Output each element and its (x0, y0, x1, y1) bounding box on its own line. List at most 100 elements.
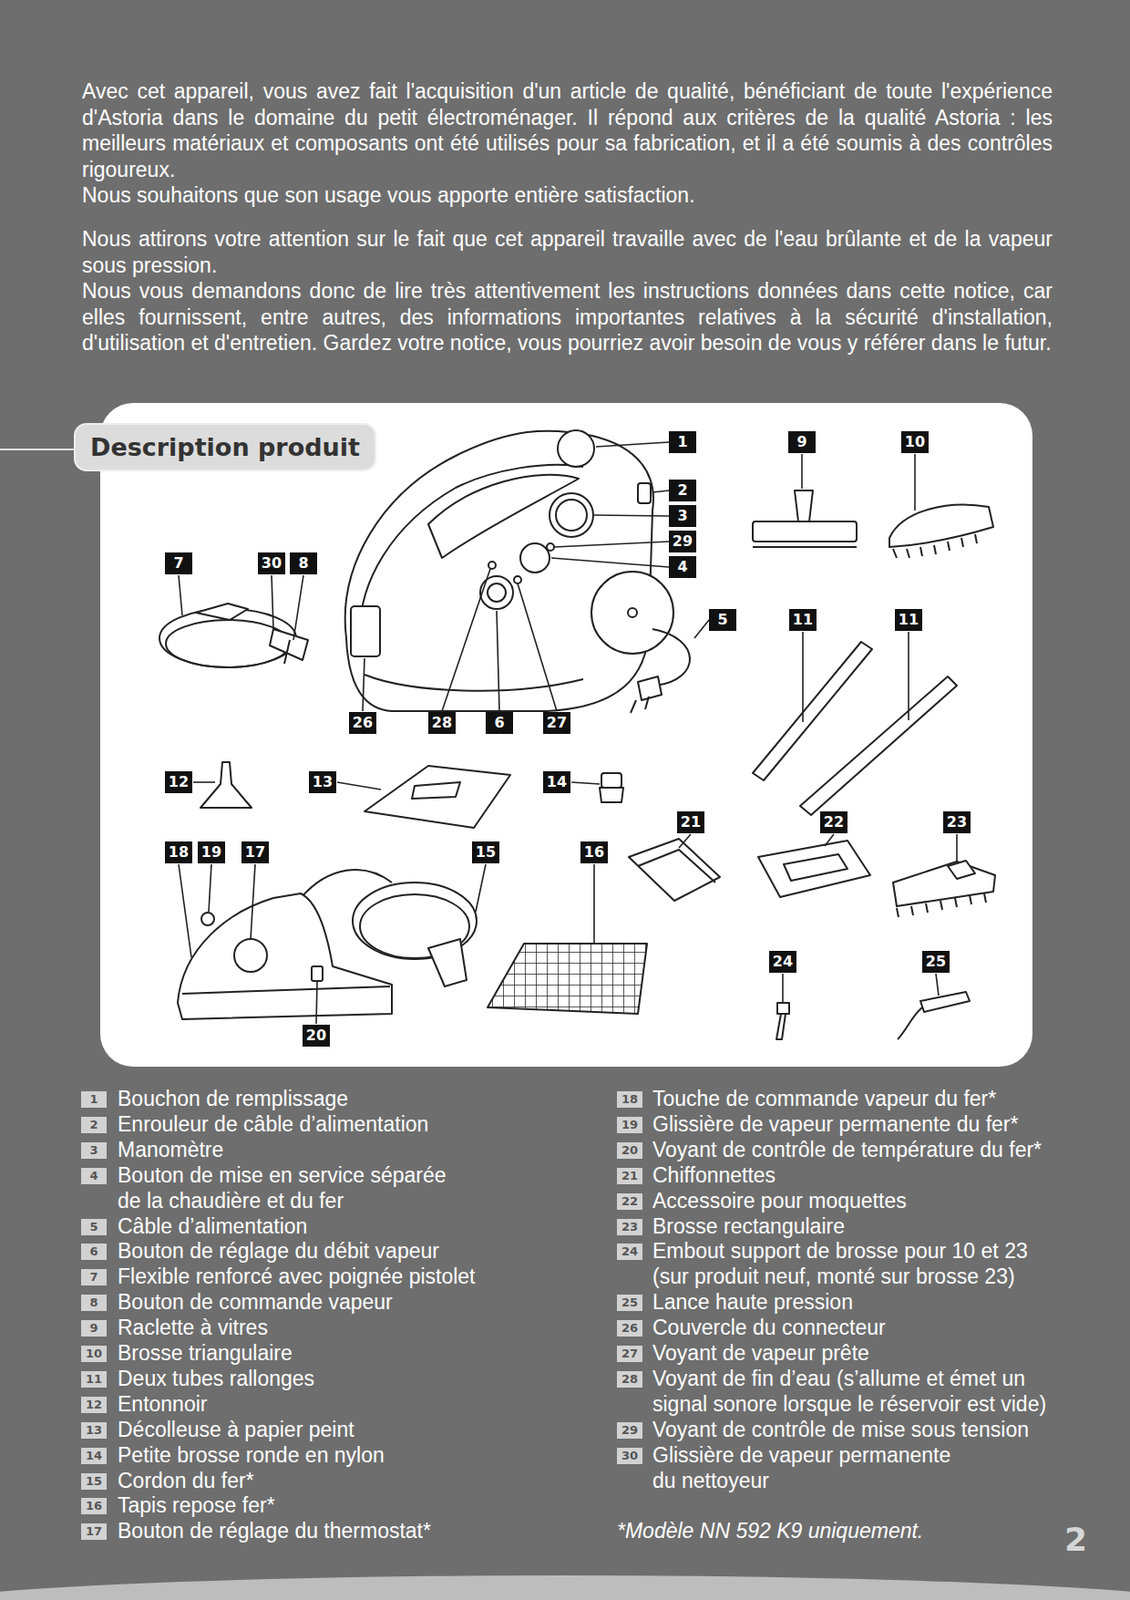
callout-number: 11 (789, 608, 817, 631)
callout-number: 13 (308, 770, 337, 793)
legend-number: 30 (616, 1447, 643, 1464)
legend-text: Voyant de contrôle de température du fer… (652, 1137, 1042, 1163)
callout-number: 17 (241, 841, 269, 863)
legend-number: 28 (616, 1370, 643, 1387)
callout-number: 24 (769, 950, 797, 973)
legend-number: 12 (81, 1396, 107, 1413)
legend-text: Glissière de vapeur permanente du nettoy… (652, 1442, 967, 1494)
legend-number: 13 (81, 1421, 107, 1439)
legend-text: Lance haute pression (652, 1289, 853, 1315)
page-number: 2 (1064, 1520, 1088, 1558)
callout-number: 14 (543, 770, 571, 793)
callout-number: 29 (668, 530, 697, 553)
footnote: *Modèle NN 592 K9 uniquement. (616, 1518, 924, 1544)
legend-text: Glissière de vapeur permanente du fer* (652, 1111, 1018, 1138)
legend-text: Câble d’alimentation (117, 1213, 308, 1240)
legend-number: 11 (81, 1370, 107, 1387)
legend-number: 22 (616, 1192, 643, 1210)
intro-paragraph: Nous souhaitons que son usage vous appor… (82, 182, 1053, 209)
callout-number: 10 (901, 431, 929, 453)
legend-text: Bouton de mise en service séparée de la … (117, 1162, 473, 1214)
legend-text: Bouchon de remplissage (117, 1086, 349, 1112)
legend-number: 7 (81, 1268, 107, 1285)
legend-text: Brosse rectangulaire (652, 1213, 845, 1240)
callout-number: 6 (485, 711, 514, 734)
legend-text: Embout support de brosse pour 10 et 23 (… (652, 1238, 1059, 1290)
legend-number: 9 (81, 1319, 107, 1336)
legend-text: Chiffonnettes (652, 1162, 776, 1189)
callout-number: 1 (668, 431, 697, 453)
callout-number: 15 (472, 841, 500, 863)
legend-number: 4 (81, 1167, 107, 1184)
legend-number: 21 (616, 1167, 643, 1184)
legend-text: Tapis repose fer* (117, 1492, 276, 1519)
legend-number: 17 (81, 1522, 107, 1540)
legend-text: Cordon du fer* (117, 1468, 255, 1494)
parts (159, 430, 996, 1039)
legend-number: 19 (616, 1116, 643, 1133)
intro-paragraph: Nous attirons votre attention sur le fai… (82, 226, 1053, 278)
legend-text: Bouton de commande vapeur (117, 1289, 393, 1315)
legend-number: 8 (81, 1294, 107, 1311)
legend-text: Enrouleur de câble d’alimentation (117, 1111, 429, 1138)
callout-number: 7 (164, 552, 193, 575)
legend-number: 29 (616, 1421, 643, 1439)
legend-text: Accessoire pour moquettes (652, 1188, 907, 1214)
callout-number: 20 (302, 1024, 330, 1047)
legend-text: Flexible renforcé avec poignée pistolet (117, 1263, 476, 1290)
legend-text: Voyant de vapeur prête (652, 1340, 870, 1367)
legend-text: Petite brosse ronde en nylon (117, 1442, 385, 1469)
legend-text: Voyant de fin d’eau (s’allume et émet un… (652, 1366, 1059, 1418)
callout-number: 11 (894, 608, 923, 631)
legend-number: 26 (616, 1319, 643, 1336)
intro-paragraph: Nous vous demandons donc de lire très at… (82, 277, 1053, 357)
legend-number: 24 (616, 1243, 643, 1260)
leader-lines (178, 441, 957, 1024)
callout-number: 21 (677, 811, 705, 833)
legend-text: Raclette à vitres (117, 1314, 268, 1341)
bottom-band (0, 1574, 1130, 1600)
callout-number: 26 (349, 711, 377, 734)
legend-text: Brosse triangulaire (117, 1340, 293, 1367)
legend-number: 27 (616, 1345, 643, 1362)
legend-number: 2 (81, 1116, 107, 1133)
callout-number: 30 (257, 552, 286, 575)
legend-number: 18 (616, 1090, 643, 1108)
legend-number: 10 (81, 1345, 107, 1362)
legend-number: 15 (81, 1472, 107, 1490)
callout-number: 9 (788, 431, 816, 453)
legend-number: 5 (81, 1218, 107, 1235)
callout-number: 19 (197, 841, 226, 863)
legend-number: 6 (81, 1243, 107, 1260)
callout-number: 25 (922, 950, 950, 973)
section-tab: Description produit (73, 422, 377, 472)
legend-text: Bouton de réglage du débit vapeur (117, 1238, 440, 1264)
panel (100, 402, 1033, 1067)
legend-text: Entonnoir (117, 1391, 207, 1418)
callout-number: 27 (543, 711, 571, 734)
callout-number: 2 (668, 479, 697, 502)
legend-number: 14 (81, 1447, 107, 1464)
legend-text: Voyant de contrôle de mise sous tension (652, 1417, 1029, 1443)
legend-number: 1 (81, 1090, 107, 1108)
callout-number: 3 (668, 504, 697, 527)
callout-number: 18 (164, 841, 193, 863)
legend-number: 25 (616, 1294, 643, 1311)
intro-paragraph: Avec cet appareil, vous avez fait l'acqu… (82, 78, 1053, 183)
callout-number: 23 (943, 811, 971, 833)
legend-text: Couvercle du connecteur (652, 1314, 886, 1341)
callout-number: 4 (668, 555, 697, 578)
callout-number: 5 (708, 608, 737, 631)
callout-number: 16 (580, 841, 608, 863)
legend-number: 20 (616, 1141, 643, 1159)
legend-number: 23 (616, 1218, 643, 1235)
legend-text: Deux tubes rallonges (117, 1366, 315, 1392)
legend-text: Touche de commande vapeur du fer* (652, 1086, 997, 1112)
callout-number: 8 (289, 552, 318, 575)
legend-number: 16 (81, 1497, 107, 1514)
callout-number: 28 (428, 711, 456, 734)
legend-text: Décolleuse à papier peint (117, 1417, 355, 1443)
legend-text: Manomètre (117, 1137, 224, 1163)
callout-number: 22 (820, 811, 848, 833)
callout-number: 12 (164, 770, 193, 793)
